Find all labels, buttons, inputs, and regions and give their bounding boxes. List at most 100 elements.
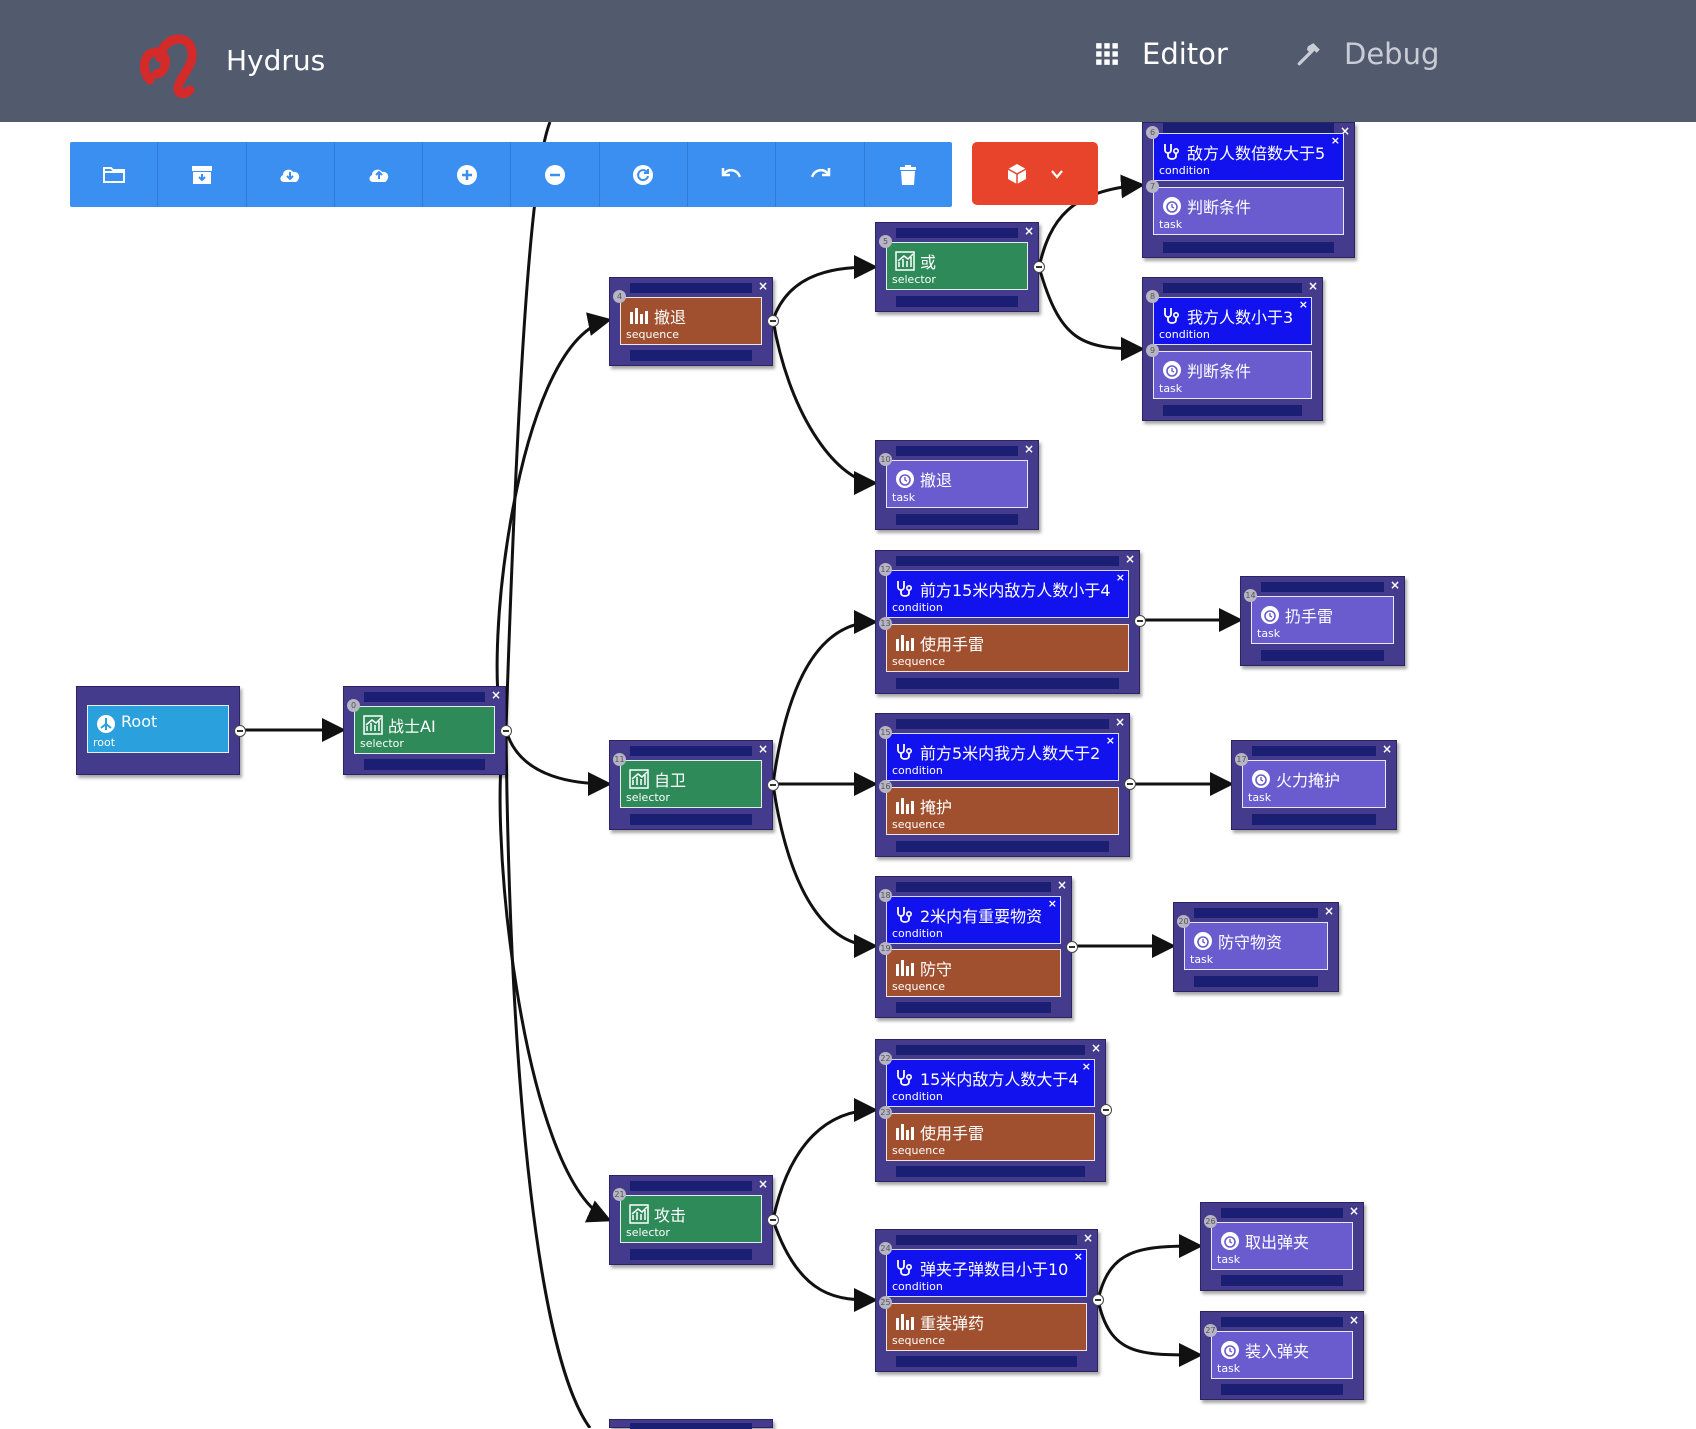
tree-node-5[interactable]: × 5 或 selector <box>875 222 1045 312</box>
archive-button[interactable] <box>158 142 247 207</box>
nav-editor[interactable]: Editor <box>1094 34 1228 74</box>
node-body-selector[interactable]: 11 自卫 selector <box>613 753 762 808</box>
tree-node-12-13[interactable]: × 12 前方15米内敌方人数小于4 × condition 13 使用手雷 s… <box>875 550 1146 694</box>
node-collapse-port[interactable] <box>1134 615 1146 627</box>
node-close-button[interactable]: × <box>1090 1041 1101 1055</box>
node-body-task[interactable]: 26 取出弹夹 task <box>1204 1215 1353 1270</box>
node-close-button[interactable]: × <box>1348 1204 1359 1218</box>
node-close-button[interactable]: × <box>757 279 768 293</box>
tree-node-22-23[interactable]: × 22 15米内敌方人数大于4 × condition 23 使用手雷 seq… <box>875 1039 1112 1182</box>
node-body-sequence[interactable]: 13 使用手雷 sequence <box>879 617 1129 672</box>
node-close-button[interactable]: × <box>1124 552 1135 566</box>
node-close-button[interactable]: × <box>757 1177 768 1191</box>
condition-close-button[interactable]: × <box>1115 571 1125 584</box>
tree-node-14[interactable]: × 14 扔手雷 task <box>1240 576 1405 666</box>
tree-node-partial[interactable] <box>609 1419 773 1429</box>
condition-close-button[interactable]: × <box>1330 134 1340 147</box>
node-collapse-port[interactable] <box>767 779 779 791</box>
node-collapse-port[interactable] <box>1124 778 1136 790</box>
root-icon <box>97 715 115 733</box>
node-body-task[interactable]: 14 扔手雷 task <box>1244 589 1394 644</box>
node-close-button[interactable]: × <box>1082 1231 1093 1245</box>
node-collapse-port[interactable] <box>1033 261 1045 273</box>
node-close-button[interactable]: × <box>1348 1313 1359 1327</box>
node-body-selector[interactable]: 21 攻击 selector <box>613 1188 762 1243</box>
node-body-task[interactable]: 7 判断条件 task <box>1146 180 1344 235</box>
node-body-root[interactable]: Root root <box>87 705 229 753</box>
node-collapse-port[interactable] <box>767 1214 779 1226</box>
node-body-condition[interactable]: 15 前方5米内我方人数大于2 × condition <box>879 726 1119 781</box>
tree-node-6-7[interactable]: × 6 敌方人数倍数大于5 × condition 7 判断条件 task <box>1142 122 1355 258</box>
node-body-sequence[interactable]: 19 防守 sequence <box>879 942 1061 997</box>
node-close-button[interactable]: × <box>1023 442 1034 456</box>
edge <box>1037 174 1145 268</box>
node-close-button[interactable]: × <box>1056 878 1067 892</box>
upload-button[interactable] <box>335 142 424 207</box>
node-close-button[interactable]: × <box>1389 578 1400 592</box>
tree-node-18-19[interactable]: × 18 2米内有重要物资 × condition 19 防守 sequence <box>875 876 1078 1018</box>
node-close-button[interactable]: × <box>1323 904 1334 918</box>
node-body-sequence[interactable]: 23 使用手雷 sequence <box>879 1106 1095 1161</box>
tree-node-8-9[interactable]: × 8 我方人数小于3 × condition 9 判断条件 task <box>1142 277 1323 421</box>
delete-button[interactable] <box>865 142 952 207</box>
tree-node-root[interactable]: Root root <box>76 686 246 775</box>
node-close-button[interactable]: × <box>1307 279 1318 293</box>
node-collapse-port[interactable] <box>1100 1104 1112 1116</box>
node-body-task[interactable]: 27 装入弹夹 task <box>1204 1324 1353 1379</box>
node-close-button[interactable]: × <box>757 742 768 756</box>
node-body-task[interactable]: 20 防守物资 task <box>1177 915 1328 970</box>
node-body-task[interactable]: 9 判断条件 task <box>1146 344 1312 399</box>
node-body-condition[interactable]: 18 2米内有重要物资 × condition <box>879 889 1061 944</box>
tree-node-11[interactable]: × 11 自卫 selector <box>609 740 779 830</box>
tree-node-20[interactable]: × 20 防守物资 task <box>1173 902 1339 992</box>
node-body-sequence[interactable]: 16 掩护 sequence <box>879 780 1119 835</box>
tree-node-26[interactable]: × 26 取出弹夹 task <box>1200 1202 1364 1291</box>
node-body-condition[interactable]: 22 15米内敌方人数大于4 × condition <box>879 1052 1095 1107</box>
node-close-button[interactable]: × <box>490 688 501 702</box>
node-collapse-port[interactable] <box>1066 941 1078 953</box>
condition-close-button[interactable]: × <box>1105 734 1115 747</box>
node-close-button[interactable]: × <box>1339 124 1350 138</box>
condition-close-button[interactable]: × <box>1298 298 1308 311</box>
node-type-dropdown-button[interactable] <box>972 142 1098 205</box>
refresh-button[interactable] <box>600 142 689 207</box>
node-collapse-port[interactable] <box>234 725 246 737</box>
node-collapse-port[interactable] <box>500 725 512 737</box>
undo-button[interactable] <box>688 142 777 207</box>
open-button[interactable] <box>70 142 159 207</box>
node-body-condition[interactable]: 6 敌方人数倍数大于5 × condition <box>1146 126 1344 181</box>
condition-close-button[interactable]: × <box>1047 897 1057 910</box>
hydrus-logo-icon[interactable] <box>140 30 204 98</box>
node-body-task[interactable]: 10 撤退 task <box>879 453 1028 508</box>
tree-node-15-16[interactable]: × 15 前方5米内我方人数大于2 × condition 16 掩护 sequ… <box>875 713 1136 857</box>
tree-node-21[interactable]: × 21 攻击 selector <box>609 1175 779 1265</box>
condition-close-button[interactable]: × <box>1073 1250 1083 1263</box>
node-type: condition <box>892 927 943 940</box>
node-collapse-port[interactable] <box>1092 1294 1104 1306</box>
minus-circle-icon <box>545 164 566 185</box>
tree-node-24-25[interactable]: × 24 弹夹子弹数目小于10 × condition 25 重装弹药 sequ… <box>875 1229 1104 1372</box>
node-body-condition[interactable]: 24 弹夹子弹数目小于10 × condition <box>879 1242 1087 1297</box>
node-body-selector[interactable]: 5 或 selector <box>879 235 1028 290</box>
tree-node-17[interactable]: × 17 火力掩护 task <box>1231 740 1397 830</box>
condition-close-button[interactable]: × <box>1081 1060 1091 1073</box>
tree-node-0[interactable]: × 0 战士AI selector <box>343 686 512 775</box>
node-body-task[interactable]: 17 火力掩护 task <box>1235 753 1386 808</box>
add-node-button[interactable] <box>423 142 512 207</box>
node-body-condition[interactable]: 8 我方人数小于3 × condition <box>1146 290 1312 345</box>
node-close-button[interactable]: × <box>1023 224 1034 238</box>
node-collapse-port[interactable] <box>767 315 779 327</box>
tree-node-10[interactable]: × 10 撤退 task <box>875 440 1039 530</box>
redo-button[interactable] <box>776 142 865 207</box>
node-body-condition[interactable]: 12 前方15米内敌方人数小于4 × condition <box>879 563 1129 618</box>
node-body-sequence[interactable]: 25 重装弹药 sequence <box>879 1296 1087 1351</box>
node-close-button[interactable]: × <box>1381 742 1392 756</box>
node-body-selector[interactable]: 0 战士AI selector <box>347 699 495 754</box>
tree-node-27[interactable]: × 27 装入弹夹 task <box>1200 1311 1364 1400</box>
node-close-button[interactable]: × <box>1114 715 1125 729</box>
tree-node-4[interactable]: × 4 撤退 sequence <box>609 277 779 366</box>
remove-node-button[interactable] <box>511 142 600 207</box>
nav-debug[interactable]: Debug <box>1296 34 1439 74</box>
node-body-sequence[interactable]: 4 撤退 sequence <box>613 290 762 345</box>
download-button[interactable] <box>247 142 335 207</box>
